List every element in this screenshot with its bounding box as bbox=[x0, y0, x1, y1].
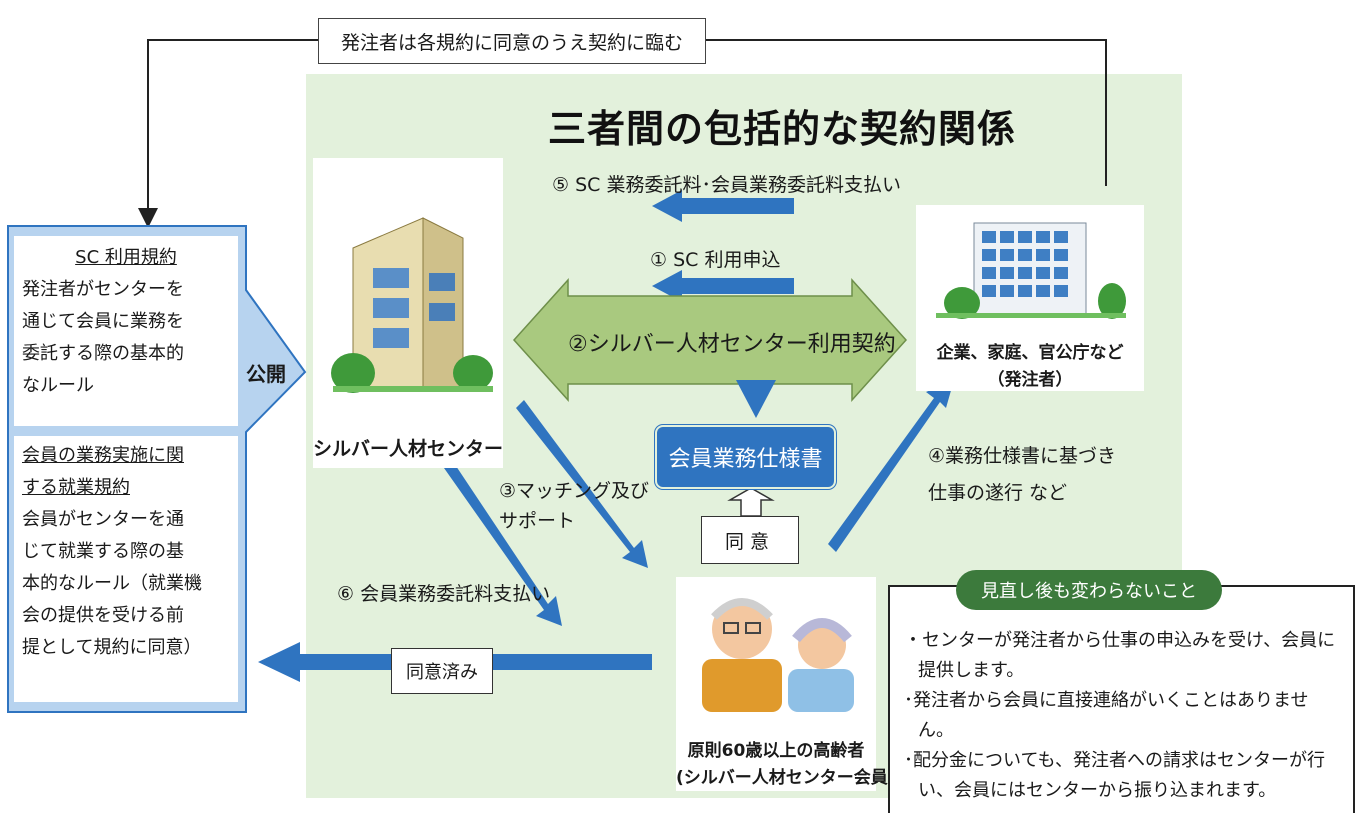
member-caption-1: 原則60歳以上の高齢者 bbox=[687, 741, 865, 761]
unchanged-list: ・センターが発注者から仕事の申込みを受け、会員に提供します。 ･発注者から会員に… bbox=[904, 626, 1344, 806]
arrow-down-to-spec bbox=[736, 380, 776, 418]
agreed-box: 同意済み bbox=[391, 648, 493, 694]
label-payment-member: ⑥ 会員業務委託料支払い bbox=[337, 583, 551, 605]
agree-box: 同意 bbox=[701, 516, 799, 564]
center-caption: シルバー人材センター bbox=[313, 438, 504, 460]
sc-terms-line-3: 委託する際の基本的 bbox=[22, 343, 184, 364]
work-rules-line-5: 提として規約に同意） bbox=[22, 637, 202, 658]
top-connector-line bbox=[138, 39, 318, 228]
work-rules-line-2: じて就業する際の基 bbox=[22, 541, 184, 562]
label-apply: ① SC 利用申込 bbox=[650, 249, 781, 271]
sc-terms-line-2: 通じて会員に業務を bbox=[22, 311, 184, 332]
unchanged-item-3: ･配分金についても、発注者への請求はセンターが行い、会員にはセンターから振り込ま… bbox=[904, 750, 1326, 801]
arrow-agree-up bbox=[727, 487, 775, 517]
arrow-payment-member bbox=[444, 460, 562, 626]
contract-double-arrow bbox=[512, 278, 908, 402]
client-caption-2: （発注者） bbox=[987, 370, 1073, 390]
publish-label: 公開 bbox=[246, 362, 286, 386]
sc-terms-line-1: 発注者がセンターを bbox=[22, 279, 184, 300]
work-rules-box: 会員の業務実施に関 する就業規約 会員がセンターを通 じて就業する際の基 本的な… bbox=[14, 436, 238, 702]
work-rules-title-1: 会員の業務実施に関 bbox=[22, 445, 184, 466]
work-rules-line-3: 本的なルール（就業機 bbox=[22, 573, 202, 594]
elderly-couple-icon bbox=[702, 598, 854, 712]
unchanged-item-1: ・センターが発注者から仕事の申込みを受け、会員に提供します。 bbox=[904, 630, 1336, 681]
arrow-payment-sc bbox=[652, 190, 794, 222]
arrow-matching bbox=[516, 400, 648, 568]
arrow-perform bbox=[828, 380, 954, 552]
unchanged-badge: 見直し後も変わらないこと bbox=[956, 570, 1222, 610]
label-matching-1: ③マッチング及び bbox=[499, 480, 650, 502]
unchanged-box bbox=[888, 585, 1355, 813]
label-perform-2: 仕事の遂行 など bbox=[928, 482, 1068, 504]
client-card: 企業、家庭、官公庁など （発注者） bbox=[916, 205, 1144, 391]
client-building-icon bbox=[936, 222, 1126, 319]
sc-terms-title: SC 利用規約 bbox=[75, 247, 177, 268]
work-rules-title-2: する就業規約 bbox=[22, 477, 130, 498]
top-consent-box: 発注者は各規約に同意のうえ契約に臨む bbox=[318, 18, 706, 64]
label-perform-1: ④業務仕様書に基づき bbox=[928, 445, 1117, 467]
member-caption-2: (シルバー人材センター会員) bbox=[676, 768, 896, 788]
member-card: 原則60歳以上の高齢者 (シルバー人材センター会員) bbox=[676, 577, 896, 791]
member-spec-box: 会員業務仕様書 bbox=[657, 427, 834, 487]
client-caption-1: 企業、家庭、官公庁など bbox=[936, 343, 1124, 363]
sc-terms-line-4: なルール bbox=[22, 375, 94, 396]
label-matching-2: サポート bbox=[499, 510, 576, 532]
label-contract: ②シルバー人材センター利用契約 bbox=[568, 332, 896, 357]
work-rules-line-4: 会の提供を受ける前 bbox=[22, 605, 184, 626]
center-building-icon bbox=[331, 217, 493, 393]
center-card: シルバー人材センター bbox=[313, 158, 503, 468]
unchanged-item-2: ･発注者から会員に直接連絡がいくことはありません。 bbox=[904, 690, 1309, 741]
work-rules-line-1: 会員がセンターを通 bbox=[22, 509, 184, 530]
label-payment-sc: ⑤ SC 業務委託料･会員業務委託料支払い bbox=[552, 174, 901, 196]
top-connector-line-right bbox=[704, 39, 1107, 186]
diagram-title: 三者間の包括的な契約関係 bbox=[548, 107, 1017, 151]
sc-terms-box: SC 利用規約 発注者がセンターを 通じて会員に業務を 委託する際の基本的 なル… bbox=[14, 236, 238, 426]
arrow-apply bbox=[652, 270, 794, 302]
